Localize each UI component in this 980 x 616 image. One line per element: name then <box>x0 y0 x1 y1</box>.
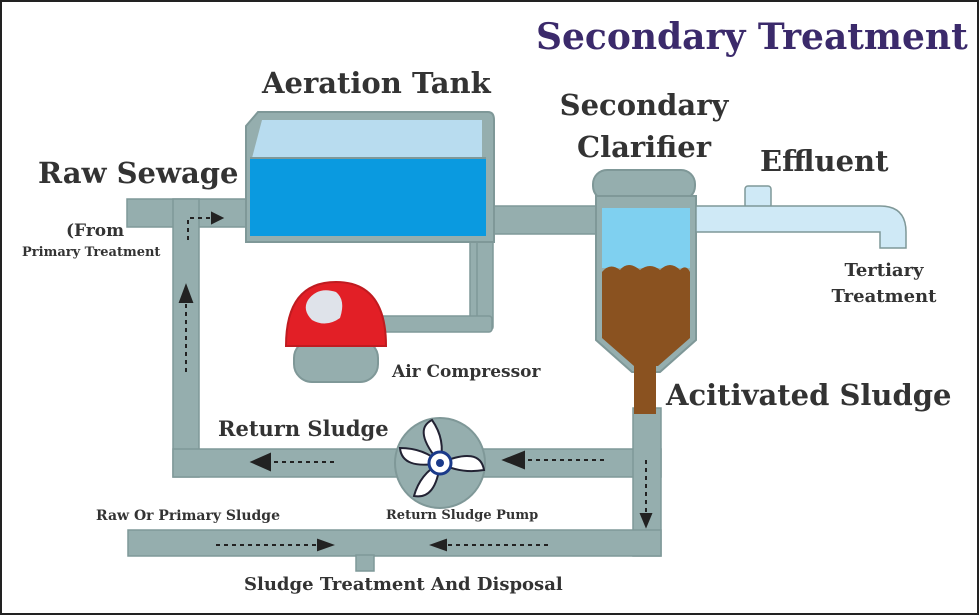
aeration-tank-label: Aeration Tank <box>262 66 491 100</box>
effluent-pipe <box>695 185 907 249</box>
transfer-pipe <box>474 205 601 235</box>
air-compressor-icon <box>284 280 388 383</box>
tertiary-label-line2: Treatment <box>831 286 937 307</box>
flow-arrow-icon <box>178 211 653 552</box>
pump-impeller-icon <box>394 417 486 509</box>
secondary-clarifier <box>592 169 697 414</box>
return-sludge-pump-label: Return Sludge Pump <box>386 508 539 523</box>
secondary-clarifier-label: Secondary Clarifier <box>558 84 730 168</box>
tertiary-treatment-label: Tertiary Treatment <box>820 258 948 310</box>
from-label-line2: Primary Treatment <box>22 245 161 260</box>
return-sludge-label: Return Sludge <box>218 416 389 441</box>
tank-water <box>250 158 486 236</box>
clarifier-label-line2: Clarifier <box>577 130 711 164</box>
clarifier-sludge <box>602 265 690 366</box>
clarifier-water <box>602 208 690 268</box>
disposal-stub <box>355 554 375 572</box>
effluent-label: Effluent <box>760 144 889 178</box>
sludge-treatment-label: Sludge Treatment And Disposal <box>244 574 563 595</box>
activated-sludge-label: Acitivated Sludge <box>666 378 952 412</box>
disposal-pipe <box>127 529 662 557</box>
air-compressor-label: Air Compressor <box>392 362 541 382</box>
tank-water-top <box>252 120 482 158</box>
from-label-line1: (From <box>66 221 125 241</box>
aeration-tank <box>245 111 495 243</box>
raw-or-primary-sludge-label: Raw Or Primary Sludge <box>96 508 280 524</box>
sludge-column <box>634 366 656 414</box>
clarifier-label-line1: Secondary <box>559 88 729 122</box>
tertiary-label-line1: Tertiary <box>844 260 924 281</box>
raw-sewage-label: Raw Sewage <box>38 156 239 190</box>
diagram-title: Secondary Treatment <box>536 16 968 58</box>
